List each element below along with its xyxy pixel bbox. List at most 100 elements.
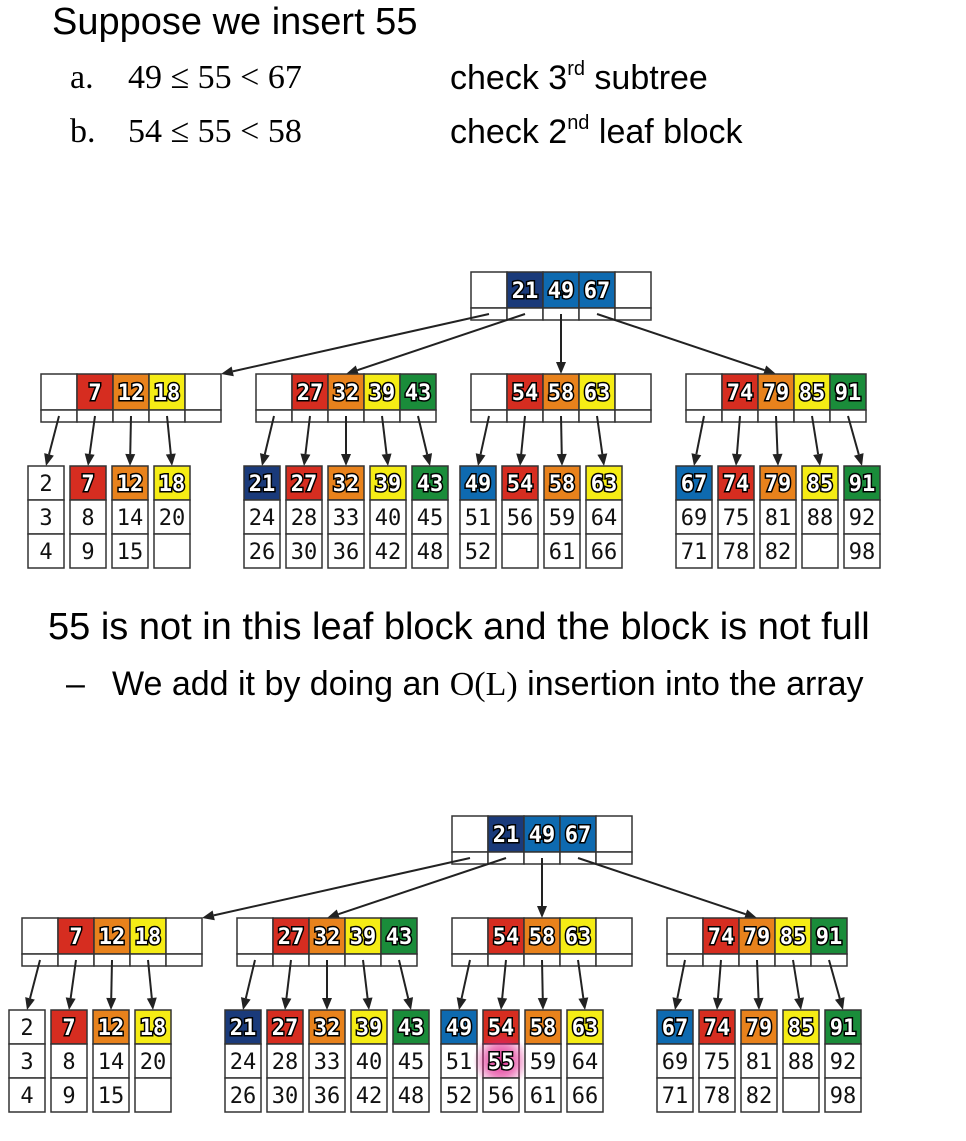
arrow-head bbox=[341, 454, 351, 466]
leaf-cell bbox=[153, 533, 191, 569]
arrow-head bbox=[516, 453, 527, 466]
leaf-cell bbox=[675, 465, 713, 501]
leaf-value: 33 bbox=[333, 506, 360, 531]
leaf-value: 64 bbox=[591, 506, 618, 531]
leaf-cell bbox=[92, 1043, 130, 1079]
root-child-arrow bbox=[327, 857, 507, 919]
leaf-cell bbox=[717, 499, 755, 535]
arrow-shaft bbox=[775, 415, 779, 455]
node-key-label: 74 bbox=[708, 925, 735, 950]
arrow-head bbox=[202, 910, 215, 921]
leaf-value: 39 bbox=[375, 472, 402, 497]
root-child-arrow bbox=[346, 313, 526, 375]
arrow-shaft bbox=[811, 415, 820, 455]
arrow-shaft bbox=[460, 959, 471, 999]
node-key-cell bbox=[148, 373, 186, 411]
leaf-value: 74 bbox=[723, 472, 750, 497]
leaf-value: 71 bbox=[681, 540, 708, 565]
leaf-cell bbox=[224, 1077, 262, 1113]
leaf-value: 78 bbox=[704, 1084, 731, 1109]
leaf-value: 52 bbox=[446, 1084, 473, 1109]
node-key-cell bbox=[470, 373, 508, 411]
arrow-head bbox=[578, 997, 589, 1010]
leaf-value: 88 bbox=[807, 506, 834, 531]
leaf-value: 3 bbox=[39, 506, 52, 531]
leaf-value: 75 bbox=[723, 506, 750, 531]
leaf-value: 64 bbox=[572, 1050, 599, 1075]
leaf-cell bbox=[50, 1009, 88, 1045]
leaf-pointer-arrow bbox=[84, 415, 96, 466]
arrow-shaft bbox=[792, 959, 801, 999]
arrow-head bbox=[300, 453, 311, 466]
leaf-value: 82 bbox=[746, 1084, 773, 1109]
inserted-key-highlight bbox=[473, 1033, 529, 1089]
step-a-note-sup: rd bbox=[567, 58, 585, 80]
node-key-label: 39 bbox=[350, 925, 377, 950]
leaf-value: 98 bbox=[830, 1084, 857, 1109]
leaf-cell bbox=[501, 465, 539, 501]
step-a-note: check 3rd subtree bbox=[450, 56, 708, 100]
arrow-head bbox=[712, 997, 723, 1010]
arrow-shaft bbox=[29, 959, 41, 999]
leaf-value: 42 bbox=[375, 540, 402, 565]
node-key-cell bbox=[21, 917, 59, 955]
arrow-head bbox=[65, 997, 76, 1010]
node-key-cell bbox=[774, 917, 812, 955]
arrow-shaft bbox=[147, 959, 153, 999]
arrow-shaft bbox=[828, 959, 841, 999]
node-key-cell bbox=[738, 917, 776, 955]
step-a-note-text: check 3 bbox=[450, 59, 568, 97]
step-b-label: b. bbox=[70, 113, 96, 150]
arrow-head bbox=[403, 997, 414, 1010]
observation-heading: 55 is not in this leaf block and the blo… bbox=[48, 606, 870, 648]
arrow-shaft bbox=[166, 415, 172, 455]
leaf-cell bbox=[308, 1043, 346, 1079]
arrow-head bbox=[44, 453, 54, 466]
arrow-head bbox=[381, 453, 392, 466]
node-key-cell bbox=[595, 917, 633, 955]
leaf-value: 26 bbox=[230, 1084, 257, 1109]
leaf-value: 20 bbox=[159, 506, 186, 531]
leaf-value: 21 bbox=[230, 1016, 257, 1041]
node-key-label: 85 bbox=[799, 381, 826, 406]
root-child-arrow bbox=[537, 858, 547, 918]
arrow-shaft bbox=[357, 313, 526, 372]
leaf-pointer-arrow bbox=[712, 959, 723, 1010]
leaf-cell bbox=[92, 1009, 130, 1045]
arrow-shaft bbox=[110, 959, 113, 999]
arrow-shaft bbox=[213, 857, 471, 917]
slide-title: Suppose we insert 55 bbox=[52, 1, 418, 43]
leaf-cell bbox=[717, 533, 755, 569]
leaf-cell bbox=[69, 533, 107, 569]
leaf-value: 15 bbox=[98, 1084, 125, 1109]
leaf-cell bbox=[585, 499, 623, 535]
arrow-head bbox=[537, 997, 548, 1010]
leaf-cell bbox=[698, 1043, 736, 1079]
leaf-cell bbox=[266, 1077, 304, 1113]
leaf-cell bbox=[392, 1009, 430, 1045]
leaf-value: 54 bbox=[507, 472, 534, 497]
arrow-head bbox=[422, 453, 433, 466]
arrow-shaft bbox=[501, 959, 507, 999]
node-key-cell bbox=[255, 373, 293, 411]
leaf-value: 82 bbox=[765, 540, 792, 565]
leaf-value: 58 bbox=[530, 1016, 557, 1041]
root-child-arrow bbox=[596, 313, 776, 375]
leaf-value: 56 bbox=[507, 506, 534, 531]
leaf-cell bbox=[843, 499, 881, 535]
leaf-value: 74 bbox=[704, 1016, 731, 1041]
leaf-value: 27 bbox=[272, 1016, 299, 1041]
leaf-value: 52 bbox=[465, 540, 492, 565]
node-key-label: 39 bbox=[369, 381, 396, 406]
leaf-cell bbox=[585, 533, 623, 569]
node-key-label: 58 bbox=[529, 925, 556, 950]
node-key-label: 43 bbox=[405, 381, 432, 406]
arrow-shaft bbox=[417, 415, 429, 455]
leaf-value: 28 bbox=[272, 1050, 299, 1075]
